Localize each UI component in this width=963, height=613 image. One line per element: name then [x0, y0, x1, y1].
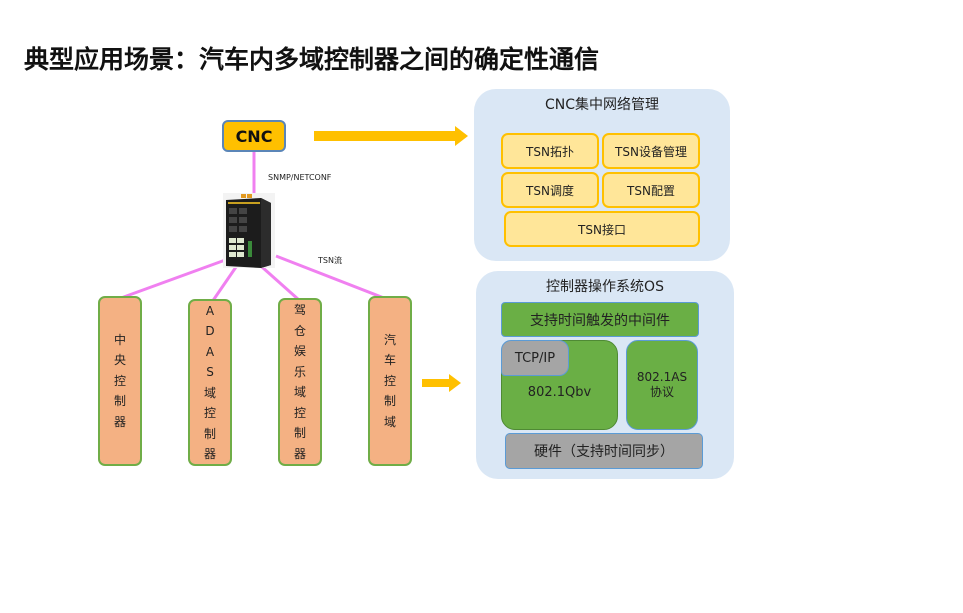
controller-adas-char: A: [205, 303, 215, 318]
controller-adas-char: S: [206, 365, 214, 379]
controller-central: 中 央 控 制 器: [98, 296, 142, 466]
controller-adas-char: 控: [203, 406, 216, 420]
cnc-label: CNC: [235, 126, 273, 146]
as-protocol-box: 802.1AS 协议: [626, 340, 698, 430]
link-central: [120, 257, 229, 300]
controller-cockpit: 驾 仓 娱 乐 域 控 制 器: [278, 298, 322, 466]
controller-central-char: 控: [113, 373, 126, 388]
controller-cockpit-char: 仓: [293, 323, 306, 338]
cnc-node: CNC: [222, 120, 286, 152]
controller-cockpit-char: 控: [293, 405, 306, 420]
controller-vehicle-char: 控: [383, 373, 396, 388]
tsn-scheduling-box: TSN调度: [501, 172, 599, 208]
tsn-interface-box: TSN接口: [504, 211, 700, 247]
controller-adas-char: 制: [203, 426, 216, 441]
controller-adas-char: D: [205, 324, 215, 338]
controller-central-char: 器: [113, 414, 126, 429]
controller-cockpit-char: 域: [293, 385, 306, 399]
tsn-device-mgmt-box: TSN设备管理: [602, 133, 700, 169]
link-cockpit: [261, 265, 300, 302]
controller-adas: A D A S 域 控 制 器: [188, 299, 232, 466]
controller-vehicle-char: 车: [383, 353, 396, 368]
tsn-config-box: TSN配置: [602, 172, 700, 208]
controller-vehicle-char: 制: [383, 394, 396, 409]
controller-central-char: 中: [113, 332, 126, 347]
tsn-stream-label: TSN流: [318, 256, 342, 265]
link-adas: [210, 266, 238, 303]
arrow-to-cnc-panel: [314, 126, 468, 146]
cnc-panel-title: CNC集中网络管理: [544, 97, 660, 113]
as-protocol-line2: 协议: [649, 385, 674, 399]
controller-vehicle-char: 汽: [383, 332, 396, 347]
tsn-switch-icon: [223, 193, 275, 268]
controller-vehicle: 汽 车 控 制 域: [368, 296, 412, 466]
os-panel-title: 控制器操作系统OS: [546, 279, 664, 295]
controller-os-panel: 控制器操作系统OS 支持时间触发的中间件 802.1Qbv TCP/IP 802…: [476, 271, 734, 479]
middleware-box: 支持时间触发的中间件: [501, 302, 699, 337]
slide-title: 典型应用场景：汽车内多域控制器之间的确定性通信: [24, 45, 600, 74]
protocol-label: SNMP/NETCONF: [268, 173, 332, 182]
controller-adas-char: A: [205, 344, 215, 359]
arrow-to-os-panel: [422, 374, 461, 392]
controller-cockpit-char: 娱: [293, 344, 306, 358]
link-vehicle: [275, 254, 390, 302]
hardware-box: 硬件（支持时间同步）: [505, 433, 703, 469]
controller-cockpit-char: 乐: [293, 364, 306, 379]
controller-central-char: 制: [113, 394, 126, 409]
controller-cockpit-char: 驾: [293, 303, 306, 317]
as-protocol-line1: 802.1AS: [636, 370, 688, 384]
tsn-topology-box: TSN拓扑: [501, 133, 599, 169]
controller-cockpit-char: 器: [293, 446, 306, 461]
cnc-management-panel: CNC集中网络管理 TSN拓扑 TSN设备管理 TSN调度 TSN配置 TSN接…: [474, 89, 730, 261]
tcpip-box: TCP/IP: [501, 340, 569, 376]
controller-cockpit-char: 制: [293, 426, 306, 440]
controller-vehicle-char: 域: [383, 414, 396, 429]
controller-adas-char: 器: [203, 447, 216, 461]
controller-central-char: 央: [113, 353, 126, 368]
controller-adas-char: 域: [203, 385, 216, 400]
